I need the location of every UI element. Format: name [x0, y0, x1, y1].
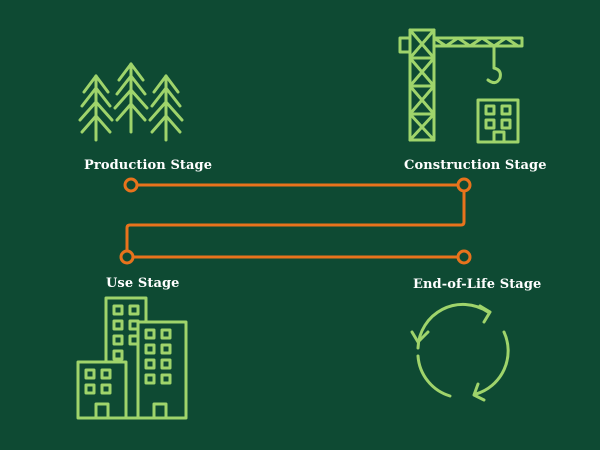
buildings-icon — [76, 296, 188, 420]
construction-node — [456, 177, 472, 193]
recycle-icon — [410, 302, 510, 402]
use-stage-label: Use Stage — [106, 276, 180, 291]
production-stage-label: Production Stage — [84, 158, 213, 173]
production-node — [123, 177, 139, 193]
end-of-life-node — [456, 249, 472, 265]
crane-icon — [398, 28, 524, 144]
end-of-life-stage-label: End-of-Life Stage — [413, 277, 542, 292]
use-node — [119, 249, 135, 265]
connector-line — [125, 183, 466, 259]
construction-stage-label: Construction Stage — [404, 158, 547, 173]
trees-icon — [78, 62, 184, 142]
